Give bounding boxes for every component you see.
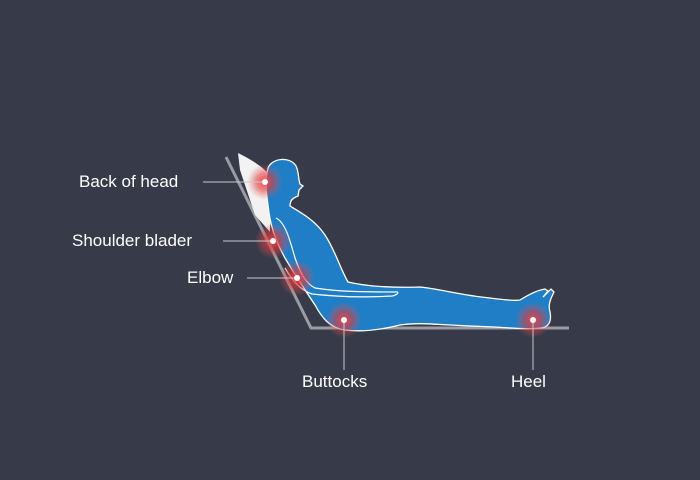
recliner-bed-line [224, 156, 569, 330]
label-heel: Heel [511, 372, 546, 391]
hotspot-shoulder [255, 223, 291, 259]
hotspot-elbow [279, 260, 315, 296]
hotspot-head [247, 164, 283, 200]
leader-lines [203, 181, 534, 370]
hotspot-heel [515, 302, 551, 338]
hotspot-buttocks [326, 302, 362, 338]
label-elbow: Elbow [187, 268, 234, 287]
arm-outline [275, 217, 399, 298]
label-shoulder-blade: Shoulder blader [72, 231, 193, 250]
reclining-body [265, 158, 555, 332]
label-buttocks: Buttocks [302, 372, 368, 391]
label-back-of-head: Back of head [79, 172, 179, 191]
